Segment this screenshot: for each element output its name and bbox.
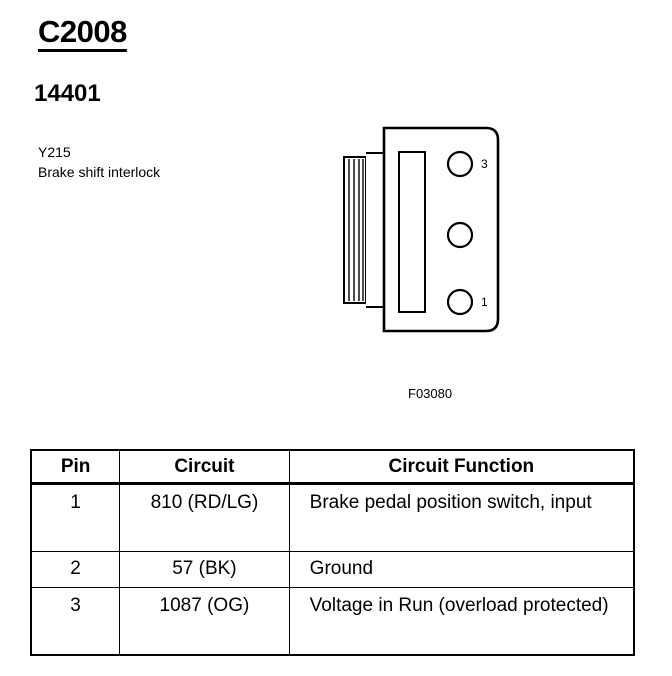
- pin-cavity-2: [446, 221, 474, 249]
- table-header-row: Pin Circuit Circuit Function: [30, 449, 635, 485]
- pin-cavity-3: [446, 150, 474, 178]
- cell-pin: 3: [30, 587, 121, 656]
- cell-circuit: 1087 (OG): [119, 587, 290, 656]
- table-row: 3 1087 (OG) Voltage in Run (overload pro…: [30, 587, 635, 656]
- pin-cavity-1: [446, 288, 474, 316]
- cell-function: Brake pedal position switch, input: [288, 483, 635, 552]
- part-number: 14401: [34, 80, 101, 107]
- pin-label-3: 3: [481, 157, 488, 171]
- cell-pin: 2: [30, 551, 121, 588]
- component-code: Y215: [38, 144, 71, 160]
- terminal-slot: [398, 151, 426, 313]
- connector-neck: [366, 152, 385, 308]
- cell-function: Voltage in Run (overload protected): [288, 587, 635, 656]
- pin-label-1: 1: [481, 295, 488, 309]
- cell-circuit: 810 (RD/LG): [119, 483, 290, 552]
- connector-title: C2008: [38, 14, 127, 49]
- header-circuit: Circuit: [119, 449, 290, 485]
- header-function: Circuit Function: [288, 449, 635, 485]
- cell-circuit: 57 (BK): [119, 551, 290, 588]
- cell-pin: 1: [30, 483, 121, 552]
- cell-function: Ground: [288, 551, 635, 588]
- connector-diagram: 3 1: [343, 126, 500, 333]
- table-row: 2 57 (BK) Ground: [30, 551, 635, 588]
- pinout-table: Pin Circuit Circuit Function 1 810 (RD/L…: [30, 449, 635, 656]
- figure-code: F03080: [408, 386, 453, 401]
- component-description: Brake shift interlock: [38, 164, 161, 180]
- header-pin: Pin: [30, 449, 121, 485]
- table-row: 1 810 (RD/LG) Brake pedal position switc…: [30, 483, 635, 552]
